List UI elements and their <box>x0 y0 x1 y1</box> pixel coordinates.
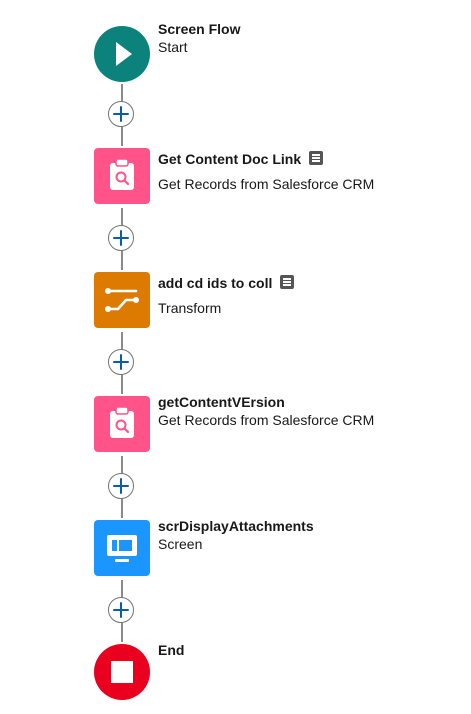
stop-icon <box>111 661 133 683</box>
add-element-button[interactable] <box>108 597 134 623</box>
node-subtitle: Start <box>158 39 188 56</box>
node-label: getContentVErsion Get Records from Sales… <box>158 393 374 429</box>
node-subtitle: Screen <box>158 536 203 553</box>
node-title[interactable]: scrDisplayAttachments <box>158 518 314 534</box>
node-label: scrDisplayAttachments Screen <box>158 517 314 553</box>
get-records-node[interactable] <box>94 396 150 452</box>
node-title[interactable]: getContentVErsion <box>158 394 285 410</box>
plus-icon <box>113 602 129 618</box>
description-icon[interactable] <box>280 275 295 289</box>
node-label: End <box>158 641 184 659</box>
description-icon[interactable] <box>309 151 324 165</box>
node-subtitle: Get Records from Salesforce CRM <box>158 176 375 193</box>
node-subtitle: Transform <box>158 300 222 317</box>
play-icon <box>116 42 132 66</box>
node-title[interactable]: Get Content Doc Link <box>158 151 302 167</box>
node-subtitle: Get Records from Salesforce CRM <box>158 412 375 429</box>
add-element-button[interactable] <box>108 473 134 499</box>
get-records-icon <box>110 158 134 190</box>
add-element-button[interactable] <box>108 101 134 127</box>
node-label: Get Content Doc Link Get Records from Sa… <box>158 150 374 193</box>
add-element-button[interactable] <box>108 225 134 251</box>
node-title[interactable]: Screen Flow <box>158 21 241 37</box>
add-element-button[interactable] <box>108 349 134 375</box>
plus-icon <box>113 230 129 246</box>
end-node[interactable] <box>94 644 150 700</box>
get-records-node[interactable] <box>94 148 150 204</box>
transform-icon <box>105 288 139 312</box>
get-records-icon <box>110 406 134 438</box>
screen-icon <box>107 535 137 562</box>
plus-icon <box>113 354 129 370</box>
node-title[interactable]: add cd ids to coll <box>158 275 273 291</box>
node-label: add cd ids to coll Transform <box>158 274 295 317</box>
plus-icon <box>113 106 129 122</box>
node-title[interactable]: End <box>158 642 185 658</box>
screen-node[interactable] <box>94 520 150 576</box>
transform-node[interactable] <box>94 272 150 328</box>
plus-icon <box>113 478 129 494</box>
node-label: Screen Flow Start <box>158 20 240 56</box>
start-node[interactable] <box>94 26 150 82</box>
